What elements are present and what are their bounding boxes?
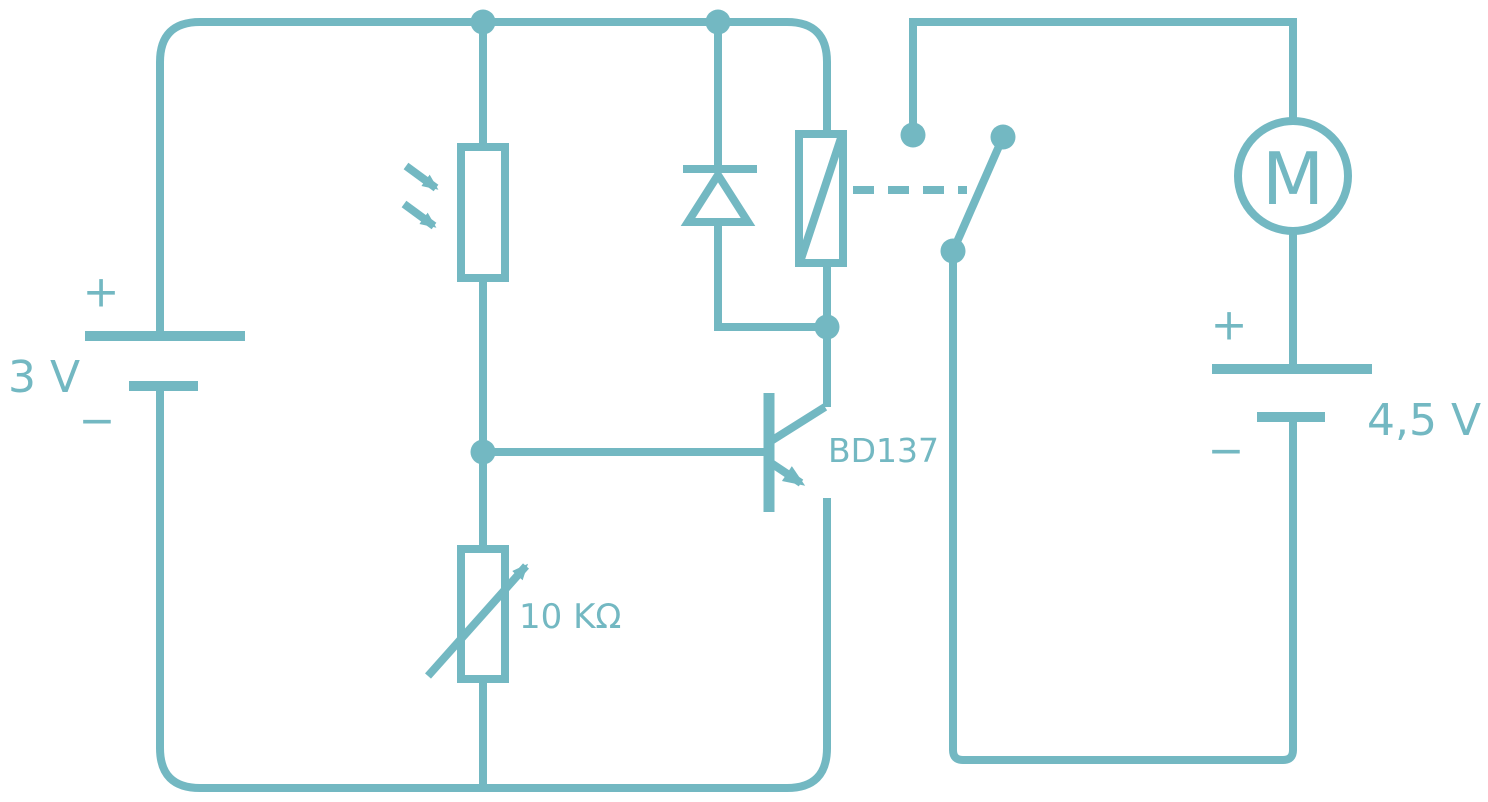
switch-fixed-contact-dot [900, 122, 926, 148]
flyback-diode [680, 22, 821, 331]
switch-pivot-dot [940, 238, 966, 264]
wire-right-top-rail [909, 18, 1297, 135]
junction-dot [470, 439, 496, 465]
potentiometer-label: 10 KΩ [519, 597, 621, 637]
battery-4v5-minus-sign: − [1208, 426, 1245, 477]
photoresistor-body [457, 143, 509, 282]
battery-3v-label: 3 V [8, 352, 80, 403]
junction-dot [705, 9, 731, 35]
motor: M [1234, 117, 1352, 369]
relay-coil [795, 130, 967, 327]
battery-3v-minus-sign: − [79, 396, 116, 447]
wire-right-bottom-rail [949, 251, 1297, 764]
transistor-label: BD137 [828, 431, 939, 470]
battery-4v5: 4,5 V + − [1208, 300, 1482, 477]
relay-contact-switch [900, 122, 1016, 264]
battery-4v5-plus-sign: + [1211, 300, 1248, 351]
wire-diode-bottom [714, 222, 821, 331]
transistor-collector [768, 403, 828, 445]
wire-bottom-rail [156, 390, 831, 792]
battery-3v: 3 V + − [8, 267, 245, 447]
battery-3v-plus-sign: + [83, 267, 120, 318]
motor-loop-wiring [909, 18, 1297, 764]
relay-coil-diagonal [797, 136, 845, 261]
photoresistor-ldr [401, 22, 509, 549]
switch-arm [949, 135, 1007, 253]
switch-arm-contact-dot [990, 124, 1016, 150]
junction-dot [814, 314, 840, 340]
diode-triangle [680, 167, 756, 226]
light-arrow-icon [403, 162, 439, 192]
battery-4v5-label: 4,5 V [1367, 395, 1481, 446]
light-arrow-icon [401, 200, 437, 230]
motor-label: M [1262, 137, 1324, 221]
transistor-emitter-arrow-icon [768, 459, 806, 487]
potentiometer-arrow-icon [425, 563, 529, 679]
potentiometer: 10 KΩ [425, 545, 621, 788]
transistor-npn: BD137 [763, 327, 939, 512]
junction-dot [470, 9, 496, 35]
